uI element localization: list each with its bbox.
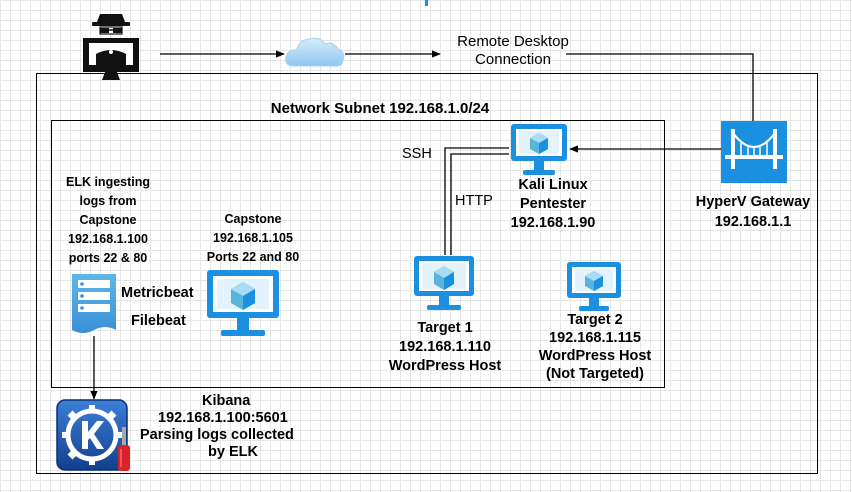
elk-line: ports 22 & 80: [68, 251, 148, 265]
kibana-line: Parsing logs collected: [140, 427, 294, 443]
elk-line: ELK ingesting: [65, 175, 151, 189]
target2-line: 192.168.1.115: [549, 330, 641, 346]
gateway-bridge-icon: [721, 121, 787, 183]
target2-line: (Not Targeted): [545, 366, 644, 382]
kde-kibana-icon: [56, 399, 130, 471]
target1-description: Target 1 192.168.1.110 WordPress Host: [378, 319, 512, 376]
ssh-label: SSH: [402, 146, 432, 162]
subnet-label: Network Subnet 192.168.1.0/24: [270, 100, 490, 117]
target1-line: 192.168.1.110: [399, 339, 491, 355]
gateway-line: 192.168.1.1: [714, 214, 792, 230]
remote-desktop-label: Remote Desktop Connection: [445, 33, 581, 69]
remote-desktop-line1: Remote Desktop: [457, 33, 569, 50]
http-label: HTTP: [455, 193, 493, 209]
kibana-line: 192.168.1.100:5601: [158, 410, 288, 426]
kibana-line: Kibana: [202, 393, 251, 409]
elk-description: ELK ingesting logs from Capstone 192.168…: [48, 173, 168, 268]
capstone-vm-icon: [207, 270, 279, 336]
capstone-line: Ports 22 and 80: [206, 250, 300, 264]
kali-line: Kali Linux: [518, 177, 588, 193]
kibana-description: Kibana 192.168.1.100:5601 Parsing logs c…: [138, 393, 294, 461]
elk-line: 192.168.1.100: [68, 232, 148, 246]
target1-vm-icon: [414, 256, 474, 310]
kali-line: 192.168.1.90: [510, 215, 596, 231]
rdp-to-gateway-line: [566, 53, 754, 122]
environment-boundary: [36, 73, 818, 474]
elk-line: logs from: [79, 194, 137, 208]
kibana-line: by ELK: [208, 444, 258, 460]
target2-line: Target 2: [567, 312, 623, 328]
kali-vm-icon: [511, 124, 567, 175]
filebeat-label: Filebeat: [131, 313, 186, 329]
target1-line: Target 1: [417, 320, 473, 336]
hacker-workstation-icon: [83, 14, 139, 80]
elk-server-icon: [72, 274, 116, 333]
top-edge-mark: [425, 0, 428, 6]
target2-vm-icon: [567, 262, 621, 311]
gateway-description: HyperV Gateway 192.168.1.1: [668, 192, 838, 232]
metricbeat-label: Metricbeat: [121, 285, 194, 301]
kali-to-target1-http-line: [450, 153, 509, 255]
target2-description: Target 2 192.168.1.115 WordPress Host (N…: [528, 311, 662, 383]
cloud-icon: [285, 37, 345, 67]
kali-description: Kali Linux Pentester 192.168.1.90: [498, 176, 608, 233]
capstone-line: Capstone: [224, 212, 282, 226]
elk-line: Capstone: [79, 213, 137, 227]
remote-desktop-line2: Connection: [475, 51, 551, 68]
network-subnet-boundary: [51, 120, 665, 388]
target2-line: WordPress Host: [538, 348, 652, 364]
kali-to-target1-ssh-line: [444, 147, 509, 255]
capstone-line: 192.168.1.105: [213, 231, 293, 245]
gateway-line: HyperV Gateway: [695, 194, 811, 210]
kali-line: Pentester: [519, 196, 587, 212]
target1-line: WordPress Host: [388, 358, 502, 374]
capstone-description: Capstone 192.168.1.105 Ports 22 and 80: [195, 210, 311, 267]
